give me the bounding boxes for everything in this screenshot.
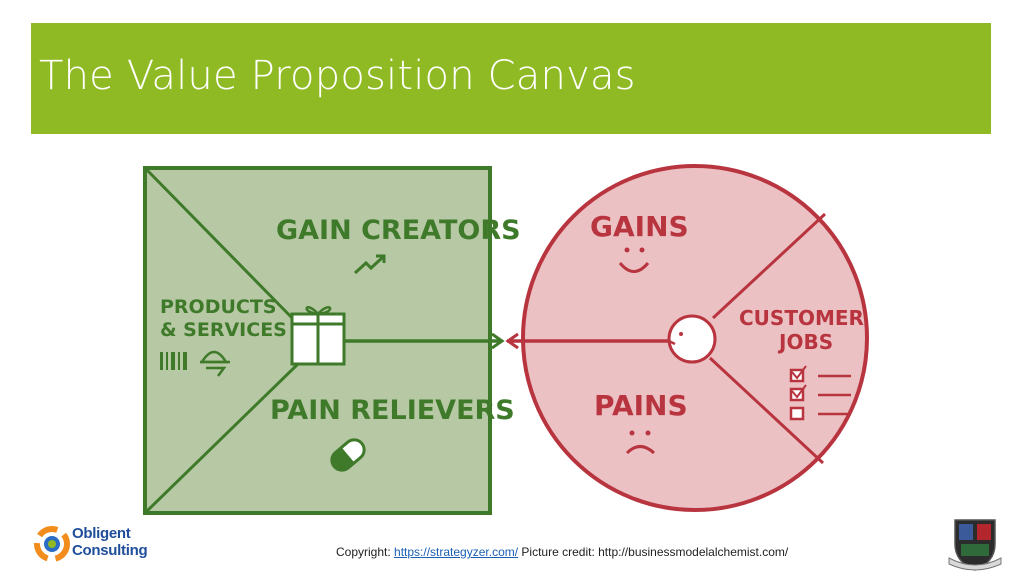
gain-creators-label: GAIN CREATORS <box>276 215 521 246</box>
slide-title: The Value Proposition Canvas <box>39 53 636 99</box>
trend-up-icon <box>353 255 385 275</box>
divider-line-lower <box>708 356 825 465</box>
copyright-link[interactable]: https://strategyzer.com/ <box>394 545 519 559</box>
copyright-label: Copyright: <box>336 545 395 559</box>
gains-label: GAINS <box>590 210 689 243</box>
footer-credit: Copyright: https://strategyzer.com/ Pict… <box>336 545 788 559</box>
smile-icon <box>618 247 650 273</box>
arrow-head-left-icon <box>505 332 519 350</box>
pill-icon <box>330 438 366 472</box>
frown-icon <box>625 430 656 455</box>
logo-mark-icon <box>34 526 70 562</box>
customer-jobs-label-line1: CUSTOMER <box>739 306 864 330</box>
divider-line-upper <box>711 212 827 320</box>
customer-profile: GAINS CUSTOMER JOBS PAINS <box>505 164 869 512</box>
logo-line1: Obligent <box>72 525 131 542</box>
customer-jobs-label-line2: JOBS <box>777 330 833 354</box>
barcode-icon <box>160 352 187 370</box>
checklist-icon <box>789 365 851 421</box>
logo-line2: Consulting <box>72 542 148 559</box>
arrow-head-right-icon <box>491 332 505 350</box>
products-label-line2: & SERVICES <box>160 319 287 341</box>
logo-wordmark: Obligent Consulting <box>72 525 148 559</box>
university-crest-icon <box>948 519 1002 571</box>
pains-label: PAINS <box>594 389 688 422</box>
gift-box-icon <box>290 306 346 366</box>
obligent-consulting-logo: Obligent Consulting <box>34 524 164 564</box>
customer-face-icon <box>667 314 717 364</box>
value-map: GAIN CREATORS PRODUCTS & SERVICES PAIN R… <box>143 166 521 515</box>
service-hand-icon <box>199 350 230 377</box>
picture-credit: Picture credit: http://businessmodelalch… <box>518 545 789 559</box>
divider-line-bottom <box>145 360 302 513</box>
products-label-line1: PRODUCTS <box>160 296 277 318</box>
pain-relievers-label: PAIN RELIEVERS <box>270 395 515 426</box>
divider-line-top <box>145 168 302 328</box>
title-bar: The Value Proposition Canvas <box>31 23 991 134</box>
